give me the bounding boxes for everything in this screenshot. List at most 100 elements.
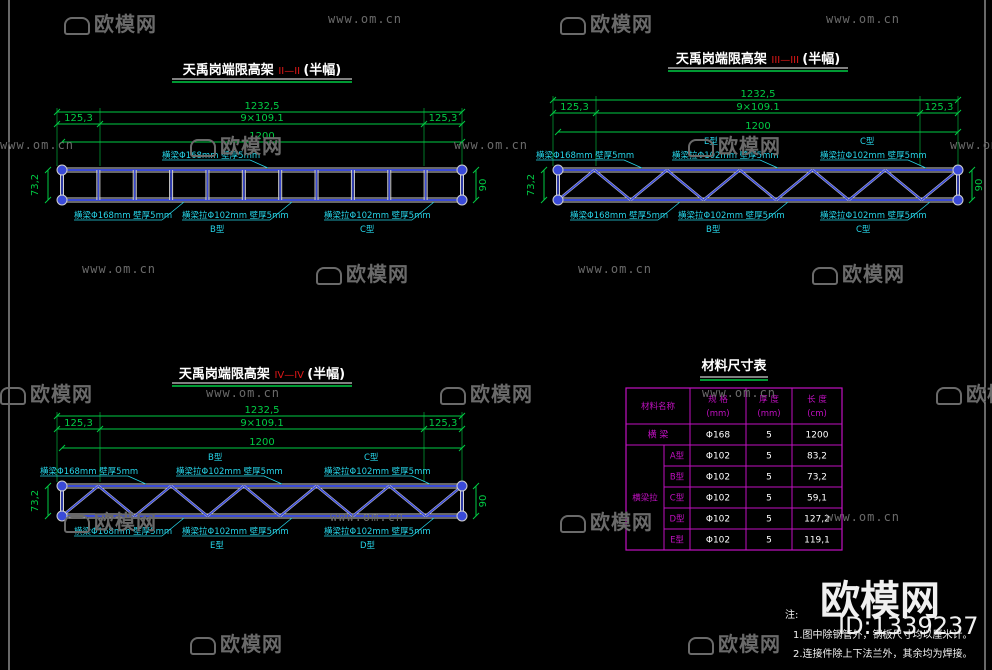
dim-tick xyxy=(44,512,52,520)
table-type-cell: C型 xyxy=(670,494,685,504)
table-cell: 127,2 xyxy=(804,515,830,525)
web-diagonal xyxy=(134,485,172,517)
web-diagonal xyxy=(848,169,886,201)
table-title: 材料尺寸表 xyxy=(701,358,767,374)
table-cell: 1200 xyxy=(806,431,829,441)
leader-line xyxy=(907,159,927,169)
table-header-unit: (mm) xyxy=(757,409,780,419)
table-type-cell: B型 xyxy=(670,473,685,483)
zone-label-top: C型 xyxy=(364,453,379,463)
dim-total-label: 1232,5 xyxy=(741,89,776,100)
table-frame xyxy=(625,387,843,551)
table-cell: Φ102 xyxy=(706,494,730,504)
leader-line xyxy=(249,159,269,169)
dim-total-label: 1232,5 xyxy=(245,101,280,112)
title-prefix: 天禹岗端限高架 xyxy=(183,62,279,78)
web-diagonal xyxy=(884,169,923,201)
table-type-cell: A型 xyxy=(670,452,685,462)
leader-line xyxy=(411,517,435,537)
dim-left-label: 125,3 xyxy=(64,418,93,429)
table-cell: 5 xyxy=(766,452,772,462)
dim-tick xyxy=(554,128,562,136)
dim-inner-label: 1200 xyxy=(745,121,770,132)
web-diagonal xyxy=(557,169,595,201)
zone-label-bottom: B型 xyxy=(210,225,225,235)
member-label-top: 横梁Φ168mm 壁厚5mm xyxy=(536,150,634,161)
zone-label-top: C型 xyxy=(860,137,875,147)
table-cell: 59,1 xyxy=(807,494,827,504)
table-cell: Φ102 xyxy=(706,515,730,525)
zone-label-bottom: D型 xyxy=(360,541,376,551)
title-section: IV—IV xyxy=(274,370,307,381)
dim-height-left-label: 73,2 xyxy=(30,174,41,196)
zone-label-bottom: E型 xyxy=(210,541,224,551)
table-cell: 83,2 xyxy=(807,452,827,462)
member-label-top: 横梁拉Φ102mm 壁厚5mm xyxy=(176,466,283,477)
member-label-bottom: 横梁拉Φ102mm 壁厚5mm xyxy=(182,210,289,221)
web-diagonal xyxy=(388,485,427,517)
member-label-bottom: 横梁拉Φ102mm 壁厚5mm xyxy=(820,210,927,221)
dim-tick xyxy=(44,196,52,204)
table-cell: 5 xyxy=(766,536,772,546)
flange-node xyxy=(56,194,68,206)
dim-tick xyxy=(44,482,52,490)
leader-line xyxy=(269,201,293,221)
table-header-cell: 规 格 xyxy=(708,394,728,405)
member-label-bottom: 横梁Φ168mm 壁厚5mm xyxy=(74,210,172,221)
zone-label-bottom: B型 xyxy=(706,225,721,235)
title-suffix: (半幅) xyxy=(303,62,341,78)
table-type-cell: D型 xyxy=(669,515,685,525)
dim-height-right-label: 90 xyxy=(974,179,985,192)
dim-tick xyxy=(472,482,480,490)
panel-title: 天禹岗端限高架 IV—IV (半幅) xyxy=(179,366,345,382)
table-cell: 119,1 xyxy=(804,536,830,546)
leader-line xyxy=(657,201,681,221)
flange-node xyxy=(456,510,468,522)
flange-node xyxy=(552,194,564,206)
web-diagonal xyxy=(279,485,318,517)
table-cell: 横 梁 xyxy=(648,429,669,441)
leader-line xyxy=(263,475,283,485)
table-type-cell: E型 xyxy=(670,536,684,546)
member-label-top: 横梁Φ168mm 壁厚5mm xyxy=(40,466,138,477)
flange-node xyxy=(952,194,964,206)
leader-line xyxy=(623,159,643,169)
dim-right-label: 125,3 xyxy=(429,418,458,429)
member-label-bottom: 横梁拉Φ102mm 壁厚5mm xyxy=(324,526,431,537)
web-diagonal xyxy=(630,169,668,201)
dim-total-label: 1232,5 xyxy=(245,405,280,416)
zone-label-bottom: C型 xyxy=(856,225,871,235)
web-diagonal xyxy=(666,169,704,201)
table-cell: 5 xyxy=(766,515,772,525)
dim-tick xyxy=(540,196,548,204)
member-label-top: 横梁Φ168mm 壁厚5mm xyxy=(162,150,260,161)
web-diagonal xyxy=(61,485,99,517)
leader-line xyxy=(765,201,789,221)
flange-node xyxy=(56,480,68,492)
title-section: II—II xyxy=(278,66,303,77)
note-line-1: 1.图中除钢管外，钢板尺寸均以厘米计。 xyxy=(793,630,973,641)
dim-mid-label: 9×109.1 xyxy=(240,113,283,124)
dim-tick xyxy=(472,166,480,174)
flange-node xyxy=(456,480,468,492)
member-label-top: 横梁拉Φ102mm 壁厚5mm xyxy=(672,150,779,161)
dim-left-label: 125,3 xyxy=(64,113,93,124)
dim-inner-label: 1200 xyxy=(249,131,274,142)
member-label-bottom: 横梁拉Φ102mm 壁厚5mm xyxy=(324,210,431,221)
note-line-2: 2.连接件除上下法兰外，其余均为焊接。 xyxy=(793,649,973,660)
dim-tick xyxy=(472,196,480,204)
web-diagonal xyxy=(921,169,959,201)
title-prefix: 天禹岗端限高架 xyxy=(676,51,772,67)
table-header-cell: 材料名称 xyxy=(641,401,676,412)
dim-tick xyxy=(44,166,52,174)
zone-label-top: E型 xyxy=(704,137,718,147)
dim-tick xyxy=(540,166,548,174)
table-cell: Φ168 xyxy=(706,431,731,441)
dim-right-label: 125,3 xyxy=(925,102,954,113)
leader-line xyxy=(269,517,293,537)
